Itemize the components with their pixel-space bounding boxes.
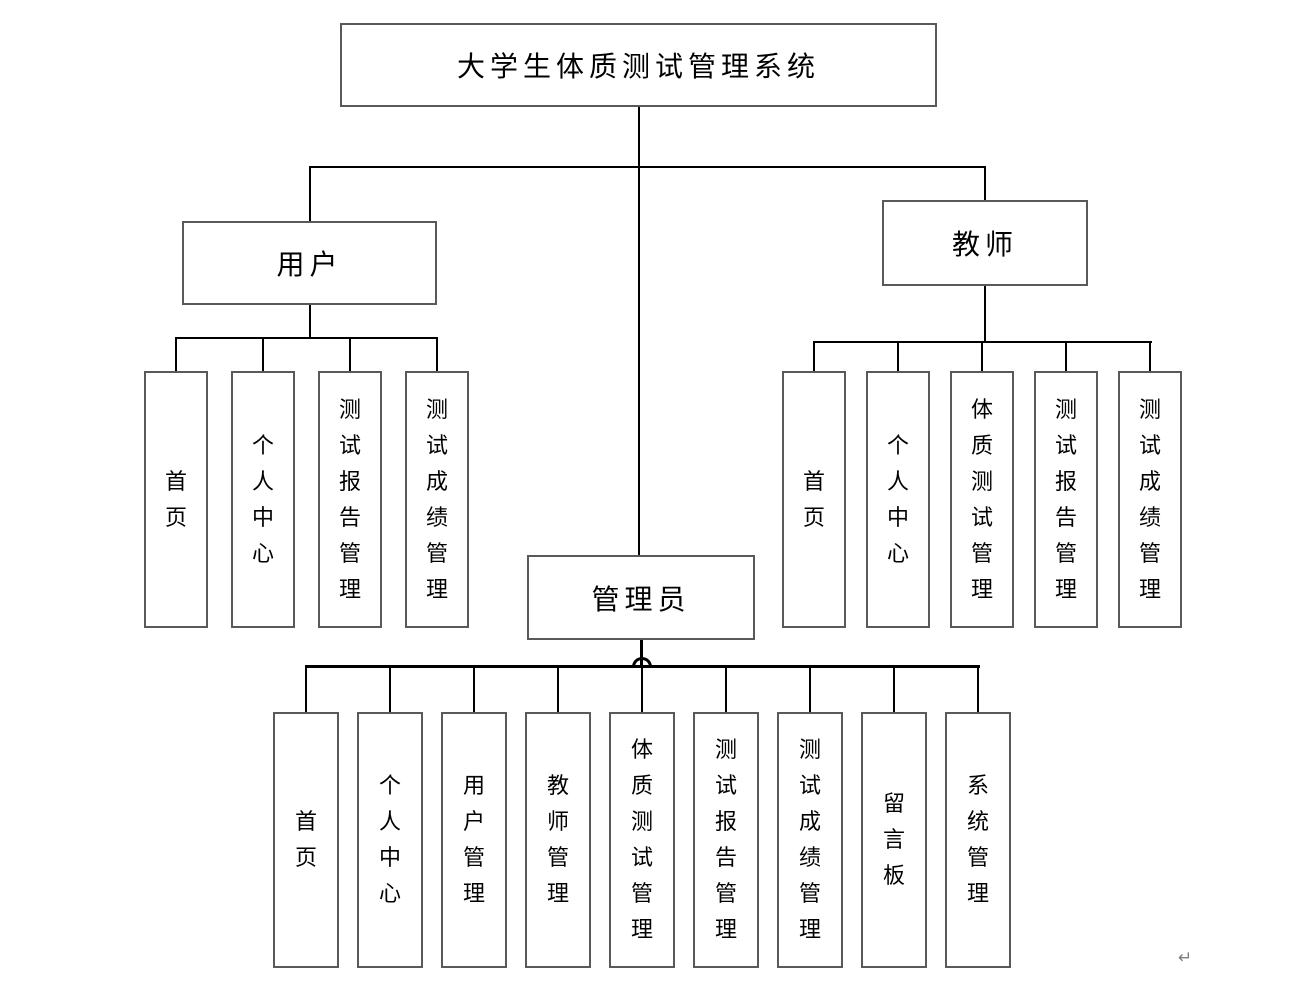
connector-root-trunk: [638, 107, 640, 555]
node-teacher-test-score-mgmt: 测试成绩管理: [1118, 371, 1182, 628]
node-root-label: 大学生体质测试管理系统: [456, 52, 820, 83]
connector-stub: [641, 665, 643, 712]
leaf-label: 首页: [164, 468, 187, 530]
leaf-label: 测试报告管理: [1054, 396, 1077, 602]
leaf-label: 体质测试管理: [630, 737, 653, 942]
node-admin-fitness-test-mgmt: 体质测试管理: [609, 712, 675, 968]
connector-teacher-trunk: [984, 284, 986, 342]
leaf-label: 测试报告管理: [714, 737, 737, 942]
connector-stub: [349, 337, 351, 371]
connector-stub: [977, 665, 979, 712]
leaf-label: 测试报告管理: [338, 396, 361, 602]
node-admin-message-board: 留言板: [861, 712, 927, 968]
node-teacher-label: 教师: [951, 230, 1018, 261]
node-user-personal-center: 个人中心: [231, 371, 295, 628]
node-teacher: 教师: [882, 200, 1088, 286]
leaf-label: 个人中心: [378, 773, 401, 906]
connector-stub: [557, 665, 559, 712]
connector-stub: [813, 341, 815, 371]
node-admin-personal-center: 个人中心: [357, 712, 423, 968]
connector-stub: [981, 341, 983, 371]
connector-stub: [436, 337, 438, 371]
leaf-label: 用户管理: [462, 773, 485, 906]
leaf-label: 体质测试管理: [970, 396, 993, 602]
connector-stub: [262, 337, 264, 371]
connector-stub: [305, 665, 307, 712]
node-admin-home: 首页: [273, 712, 339, 968]
node-user-test-report-mgmt: 测试报告管理: [318, 371, 382, 628]
leaf-label: 首页: [802, 468, 825, 530]
leaf-label: 系统管理: [966, 773, 989, 906]
node-root: 大学生体质测试管理系统: [340, 23, 937, 107]
connector-admin-trunk: [640, 638, 643, 667]
connector-stub: [809, 665, 811, 712]
connector-stub: [389, 665, 391, 712]
connector-user-trunk: [309, 304, 311, 338]
node-teacher-test-report-mgmt: 测试报告管理: [1034, 371, 1098, 628]
connector-teacher-drop: [984, 166, 986, 200]
connector-stub: [1149, 341, 1151, 371]
connector-stub: [893, 665, 895, 712]
leaf-label: 留言板: [882, 791, 905, 888]
connector-stub: [1065, 341, 1067, 371]
node-user-label: 用户: [276, 250, 343, 281]
node-admin-test-score-mgmt: 测试成绩管理: [777, 712, 843, 968]
leaf-label: 教师管理: [546, 773, 569, 906]
node-teacher-personal-center: 个人中心: [866, 371, 930, 628]
leaf-label: 测试成绩管理: [1138, 396, 1161, 602]
leaf-label: 测试成绩管理: [425, 396, 448, 602]
node-admin-label: 管理员: [591, 584, 691, 616]
line-hop-arc: [632, 657, 652, 667]
node-user-test-score-mgmt: 测试成绩管理: [405, 371, 469, 628]
leaf-label: 首页: [294, 809, 317, 870]
connector-stub: [897, 341, 899, 371]
leaf-label: 个人中心: [886, 432, 909, 566]
connector-stub: [175, 337, 177, 371]
node-user: 用户: [182, 221, 437, 305]
node-teacher-home: 首页: [782, 371, 846, 628]
node-user-home: 首页: [144, 371, 208, 628]
node-admin-test-report-mgmt: 测试报告管理: [693, 712, 759, 968]
connector-stub: [725, 665, 727, 712]
connector-user-drop: [309, 166, 311, 221]
leaf-label: 测试成绩管理: [798, 737, 821, 942]
node-admin-user-mgmt: 用户管理: [441, 712, 507, 968]
node-teacher-fitness-test-mgmt: 体质测试管理: [950, 371, 1014, 628]
node-admin-system-mgmt: 系统管理: [945, 712, 1011, 968]
node-admin-teacher-mgmt: 教师管理: [525, 712, 591, 968]
connector-user-horizontal: [175, 337, 438, 339]
connector-stub: [473, 665, 475, 712]
connector-level1-horizontal: [309, 166, 986, 168]
leaf-label: 个人中心: [251, 432, 274, 566]
node-admin: 管理员: [527, 555, 755, 640]
paragraph-mark: ↵: [1178, 948, 1193, 967]
